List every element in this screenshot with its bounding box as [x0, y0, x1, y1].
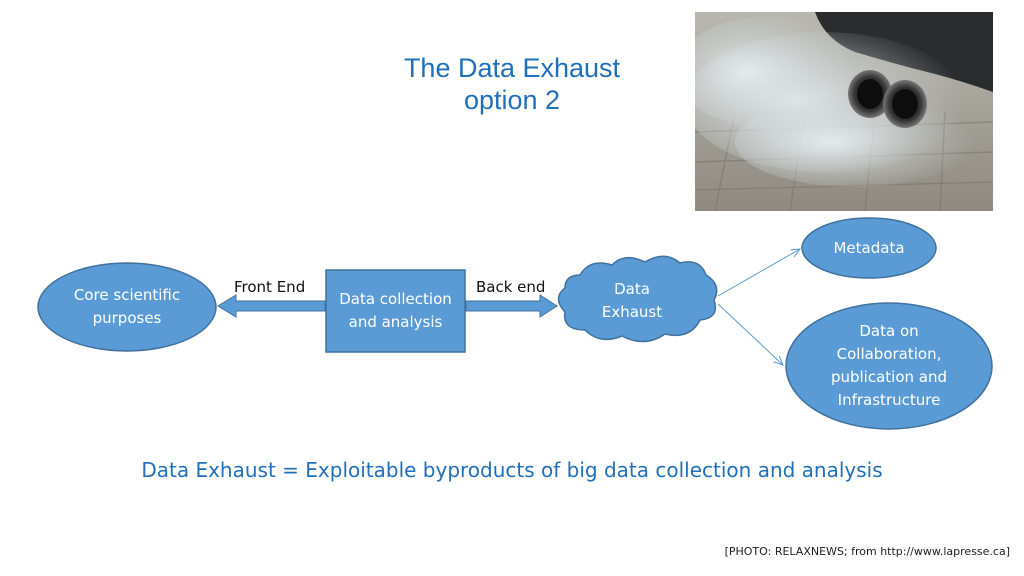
title-line-2: option 2	[463, 85, 561, 115]
data-collection-label: Data collection and analysis	[326, 288, 465, 334]
collaboration-line-2: Collaboration,	[836, 345, 942, 363]
core-purposes-ellipse	[37, 262, 217, 352]
front-end-arrow	[217, 294, 326, 318]
photo-credit: [PHOTO: RELAXNEWS; from http://www.lapre…	[724, 545, 1010, 558]
collaboration-line-3: publication and	[830, 368, 948, 386]
core-purposes-line-2: purposes	[92, 309, 162, 327]
definition-text: Data Exhaust = Exploitable byproducts of…	[141, 458, 883, 482]
data-exhaust-label: Data Exhaust	[572, 278, 692, 324]
metadata-ellipse	[801, 217, 937, 279]
title-line-1: The Data Exhaust	[403, 53, 621, 83]
data-exhaust-line-1: Data	[614, 280, 650, 298]
collaboration-ellipse	[785, 302, 993, 430]
data-exhaust-line-2: Exhaust	[601, 303, 663, 321]
collaboration-line-1: Data on	[859, 322, 919, 340]
arrow-to-metadata	[717, 249, 800, 297]
data-collection-line-1: Data collection	[339, 290, 452, 308]
data-collection-box	[325, 269, 466, 353]
data-collection-line-2: and analysis	[348, 313, 443, 331]
core-purposes-label: Core scientific purposes	[38, 284, 216, 330]
core-purposes-line-1: Core scientific	[73, 286, 181, 304]
metadata-label: Metadata	[833, 239, 905, 257]
back-end-arrow	[465, 294, 558, 318]
exhaust-photo	[695, 12, 993, 211]
data-exhaust-cloud	[557, 255, 718, 343]
back-end-label: Back end	[476, 278, 546, 296]
arrow-to-collaboration	[717, 303, 783, 365]
collaboration-line-4: Infrastructure	[837, 391, 941, 409]
collaboration-label: Data on Collaboration, publication and I…	[786, 320, 992, 412]
front-end-label: Front End	[234, 278, 306, 296]
slide-title: The Data Exhaust option 2	[362, 52, 662, 116]
